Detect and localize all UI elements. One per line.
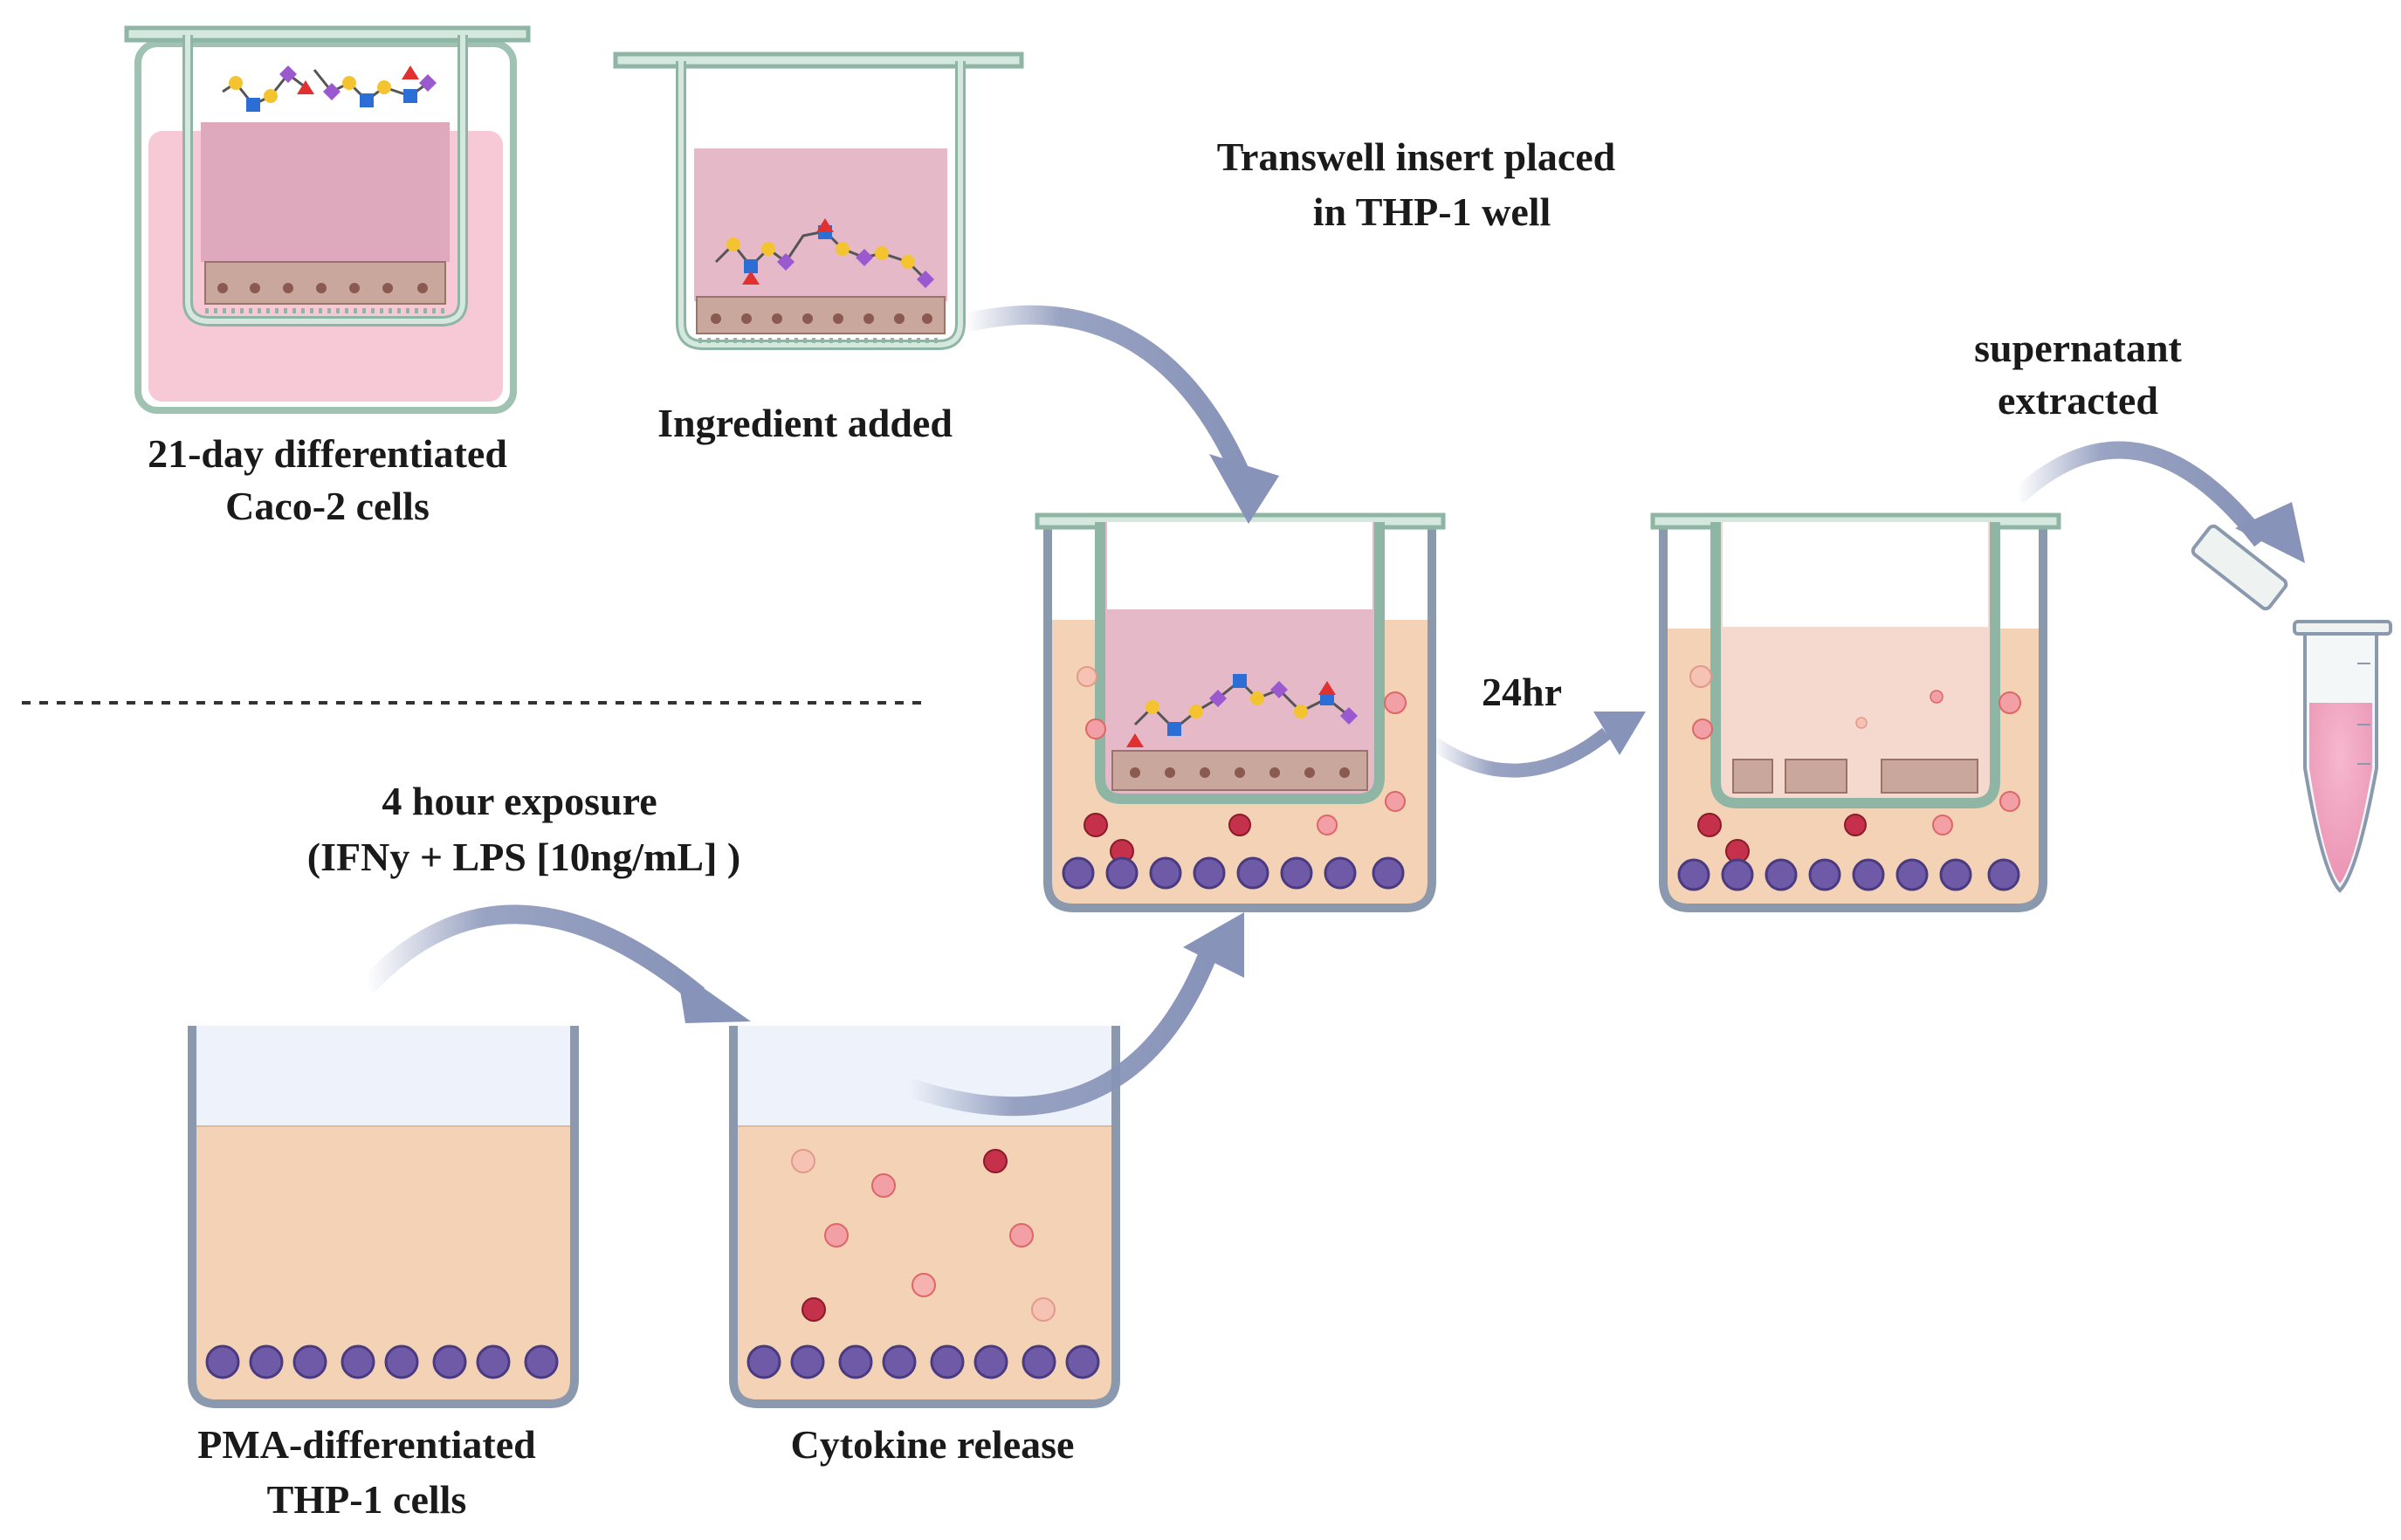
cytokines <box>791 1149 1056 1322</box>
arrow-24hr <box>1428 712 1646 778</box>
glycan-molecules <box>222 65 437 112</box>
macrophage-layer <box>205 1344 559 1379</box>
ingredient-label: Ingredient added <box>657 401 953 445</box>
transwell-label-line1: Transwell insert placed <box>1217 134 1616 179</box>
ingredient-insert <box>613 52 1024 350</box>
arrow-supernatant <box>2011 441 2305 563</box>
transwell-24hr <box>1650 512 2061 912</box>
macrophage-layer <box>746 1344 1100 1379</box>
exposure-label-line2: (IFNy + LPS [10ng/mL] ) <box>307 835 740 879</box>
thp1-well <box>188 1026 579 1408</box>
thp1-label-line1: PMA-differentiated <box>197 1422 536 1467</box>
time-24hr-label: 24hr <box>1482 670 1562 714</box>
macrophage-layer <box>1677 858 2020 891</box>
macrophage-layer <box>1062 856 1405 890</box>
damaged-epithelial-layer <box>1732 759 1978 794</box>
caco2-well <box>124 25 531 414</box>
cytokines <box>1077 666 1407 863</box>
caco2-label-line2: Caco-2 cells <box>225 484 430 528</box>
combined-transwell <box>1035 512 1446 912</box>
microcentrifuge-tube <box>2191 524 2392 893</box>
cytokines <box>1689 665 2021 863</box>
caco2-label-line1: 21-day differentiated <box>148 431 507 476</box>
arrow-cytokine-to-transwell <box>905 912 1244 1117</box>
thp1-label-line2: THP-1 cells <box>267 1477 467 1522</box>
glycan-molecules <box>1126 674 1358 747</box>
exposure-label-line1: 4 hour exposure <box>382 779 657 823</box>
arrow-exposure <box>359 904 751 1023</box>
epithelial-cell-layer <box>204 261 446 313</box>
cytokine-release-well <box>729 1026 1120 1408</box>
supernatant-label-line2: extracted <box>1998 378 2158 423</box>
supernatant-label-line1: supernatant <box>1974 326 2182 370</box>
glycan-molecules <box>714 218 934 288</box>
transwell-label-line2: in THP-1 well <box>1313 189 1551 234</box>
arrow-ingredient-to-transwell <box>962 305 1279 524</box>
cytokine-release-label: Cytokine release <box>791 1422 1075 1467</box>
